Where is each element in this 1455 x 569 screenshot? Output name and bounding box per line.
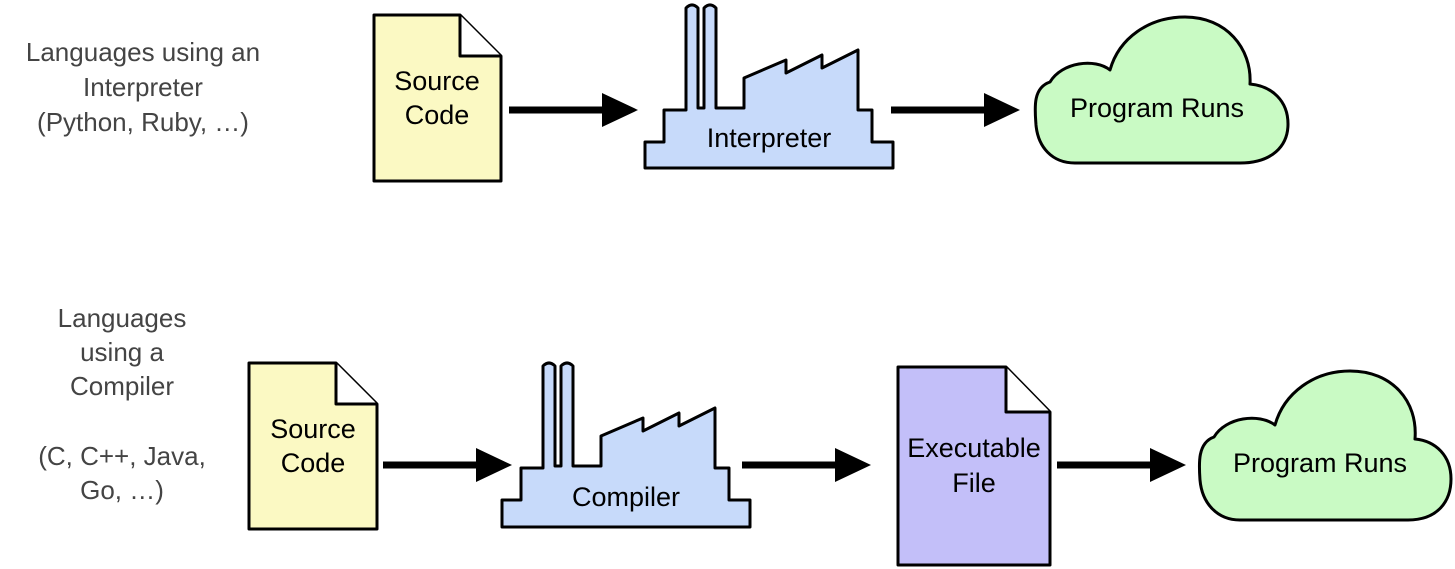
caption-line: using a <box>80 337 164 367</box>
source-code-label: Code <box>281 448 346 478</box>
interpreter-factory-icon: Interpreter <box>643 3 895 170</box>
arrow-right-icon <box>742 448 871 482</box>
caption-line: Go, …) <box>80 475 164 505</box>
source-code-document-icon: Source Code <box>372 13 503 183</box>
executable-file-label: Executable <box>907 433 1041 463</box>
program-runs-label: Program Runs <box>1233 448 1407 478</box>
interpreter-caption: Languages using an Interpreter (Python, … <box>26 37 260 137</box>
program-runs-label: Program Runs <box>1070 93 1244 123</box>
executable-file-label: File <box>952 468 996 498</box>
arrow-right-icon <box>891 93 1020 127</box>
caption-line: Interpreter <box>83 72 203 102</box>
caption-line: Languages <box>58 303 187 333</box>
caption-line: (Python, Ruby, …) <box>37 107 249 137</box>
interpreter-label: Interpreter <box>707 123 832 153</box>
caption-line: Languages using an <box>26 37 260 67</box>
program-runs-cloud-icon: Program Runs <box>1033 15 1290 165</box>
arrow-right-icon <box>383 448 512 482</box>
caption-line: (C, C++, Java, <box>38 441 206 471</box>
compiler-caption: Languages using a Compiler (C, C++, Java… <box>38 303 206 505</box>
program-runs-cloud-icon: Program Runs <box>1197 369 1453 522</box>
arrow-right-icon <box>509 93 638 127</box>
source-code-document-icon: Source Code <box>247 361 379 531</box>
caption-line: Compiler <box>70 371 174 401</box>
executable-file-document-icon: Executable File <box>896 365 1052 567</box>
source-code-label: Source <box>394 66 480 96</box>
source-code-label: Code <box>405 100 470 130</box>
source-code-label: Source <box>270 414 356 444</box>
compiler-factory-icon: Compiler <box>500 361 752 529</box>
compiler-label: Compiler <box>572 482 680 512</box>
arrow-right-icon <box>1057 448 1186 482</box>
